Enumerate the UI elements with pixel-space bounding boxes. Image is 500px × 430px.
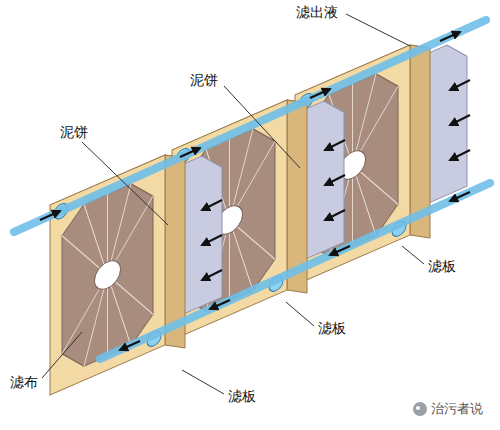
part-label: 滤板: [318, 320, 346, 336]
part-label: 泥饼: [190, 72, 218, 88]
part-label: 滤板: [228, 388, 256, 404]
watermark: 治污者说: [431, 401, 483, 417]
part-label: 滤布: [10, 374, 38, 390]
leader-lines: [42, 14, 424, 394]
flow-arrows: [40, 32, 470, 350]
feed-pipe: [100, 183, 490, 359]
watermark-icon: [416, 406, 420, 410]
filtrate-pipe: [14, 20, 486, 232]
pipe-label: 滤出液: [296, 4, 338, 20]
part-label: 滤板: [428, 258, 456, 274]
part-label: 泥饼: [60, 124, 88, 140]
watermark-icon: [413, 402, 427, 416]
filter-plate: [50, 155, 185, 395]
